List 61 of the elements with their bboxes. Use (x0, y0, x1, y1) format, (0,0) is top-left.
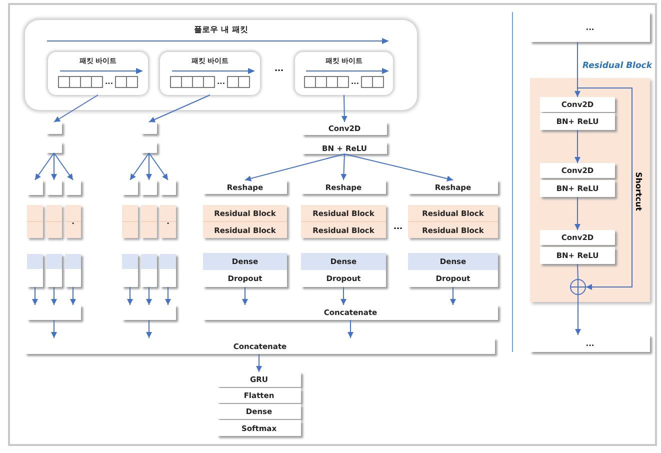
arrow (148, 152, 168, 180)
packet-card (48, 52, 148, 95)
arrow (165, 286, 171, 306)
packet-card (295, 52, 393, 95)
arrow (54, 94, 98, 122)
arrow (574, 196, 580, 230)
arrow (244, 154, 345, 182)
arrow (32, 286, 38, 306)
arrow (146, 320, 152, 338)
residual-block (46, 205, 62, 238)
arrow (51, 286, 57, 306)
panel-heading: Residual Block (582, 61, 652, 71)
flow-title: 플로우 내 패킷 (194, 24, 248, 35)
arrow (146, 286, 152, 306)
arrow (340, 154, 347, 180)
layer-stack (203, 253, 287, 287)
arrow (341, 94, 348, 122)
packet-card (160, 52, 260, 95)
arrow (54, 152, 74, 180)
dense-dropout-block (122, 254, 138, 287)
dense-dropout-block (160, 254, 176, 287)
dense-dropout-block (27, 254, 43, 287)
arrow (51, 152, 57, 180)
layer-box (160, 180, 176, 195)
arrow (340, 286, 346, 306)
layer-stack (203, 205, 287, 238)
layer-box (141, 180, 157, 195)
sum-circle (570, 279, 586, 295)
dense-dropout-block (141, 254, 157, 287)
ellipsis-text: ... (273, 64, 285, 73)
arrow (127, 286, 133, 306)
residual-block (141, 205, 157, 238)
residual-block (27, 205, 43, 238)
layer-stack (408, 253, 498, 287)
dense-dropout-block (65, 254, 81, 287)
layer-stack (301, 253, 386, 287)
arrow (148, 94, 210, 122)
layer-stack (301, 205, 386, 238)
arrow (70, 286, 76, 306)
edge-label: Shortcut (634, 170, 643, 213)
flow-panel (25, 20, 417, 110)
connector-line (577, 264, 578, 280)
arrow (577, 42, 632, 290)
arrow (130, 152, 150, 180)
arrow (344, 154, 454, 182)
ellipsis-text: ... (392, 222, 404, 231)
arrow (51, 320, 57, 338)
arrow (575, 294, 581, 336)
arrow (256, 354, 262, 372)
arrow (574, 130, 580, 164)
layer-box (46, 180, 62, 195)
arrow (450, 286, 456, 306)
layer-box (65, 180, 81, 195)
arrow (146, 152, 152, 180)
residual-block (122, 205, 138, 238)
arrow (34, 152, 54, 180)
arrow (348, 320, 354, 338)
arrow (242, 286, 248, 306)
layer-stack (408, 205, 498, 238)
dense-dropout-block (46, 254, 62, 287)
layer-box (141, 122, 157, 134)
